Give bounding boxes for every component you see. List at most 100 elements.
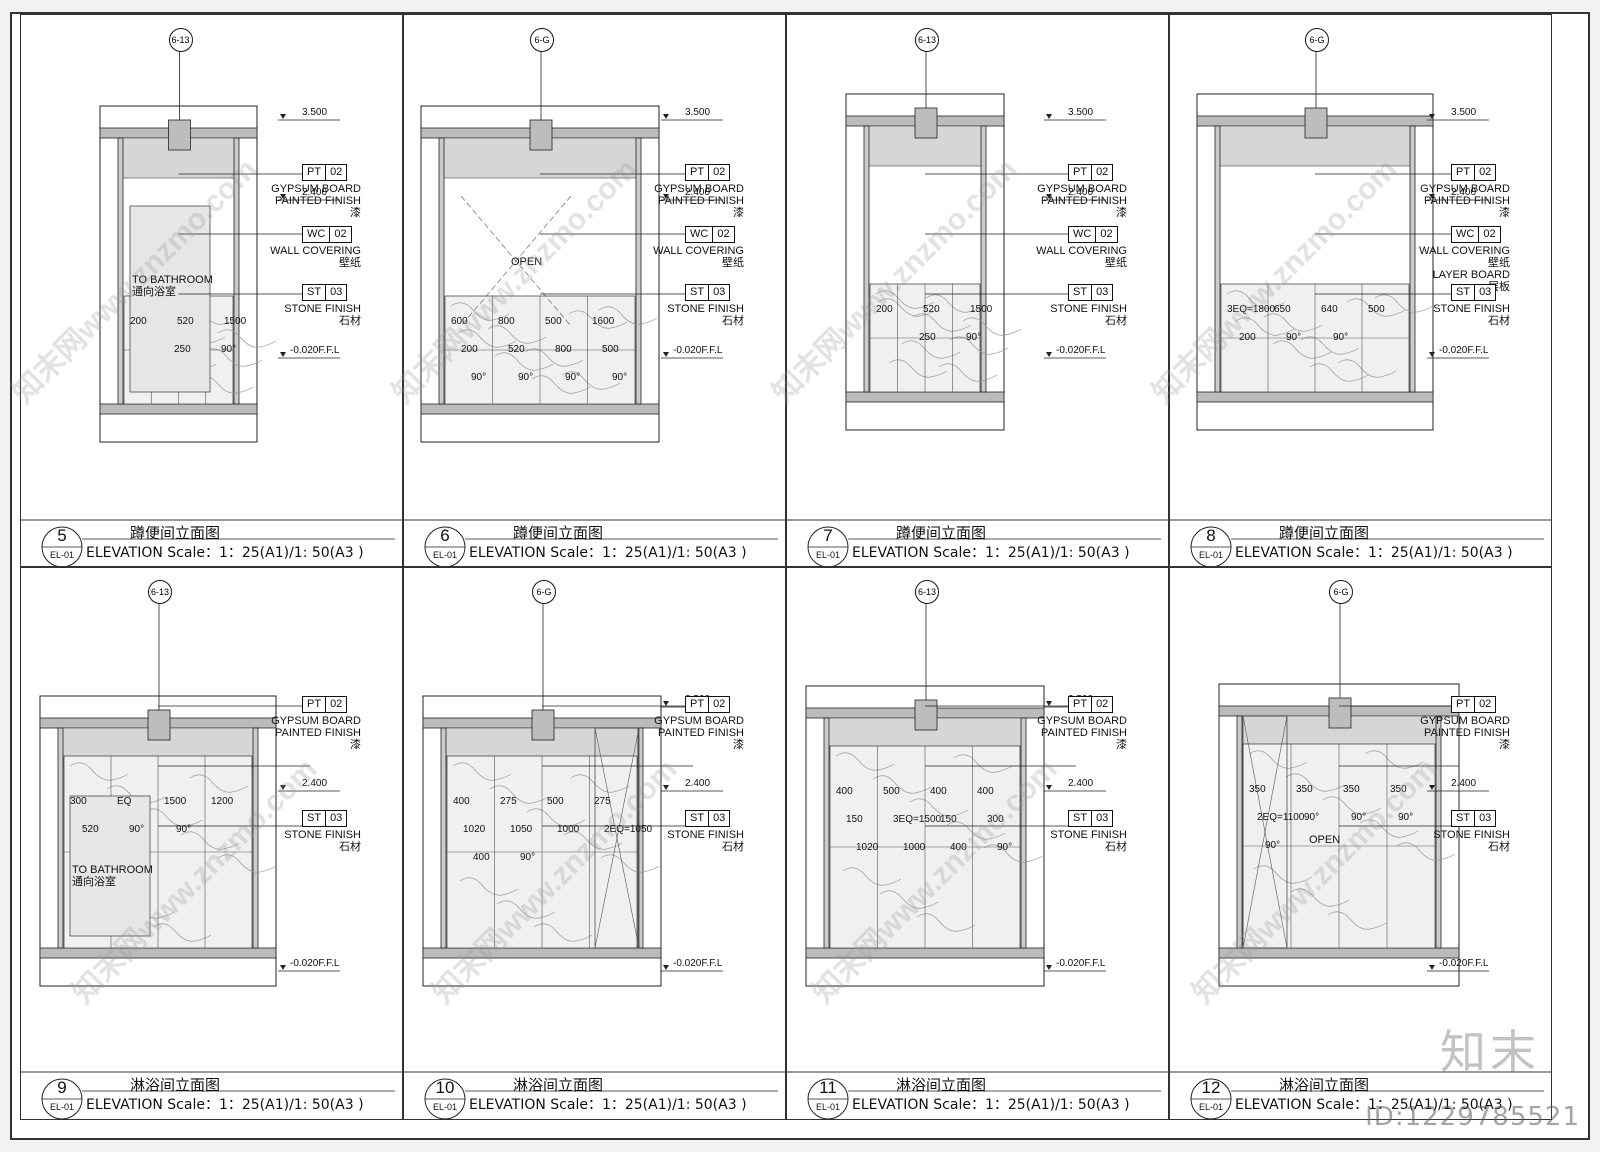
grid-bubble: 6-13	[915, 28, 939, 52]
dimension-label: 90°	[1333, 332, 1349, 343]
panel-scale: ELEVATION Scale：1：25(A1)/1: 50(A3 )	[1235, 545, 1513, 561]
panel-title: 淋浴间立面图	[513, 1077, 604, 1094]
dimension-label: 3EQ=1800	[1227, 304, 1276, 315]
gypsum-label: GYPSUM BOARD	[1420, 183, 1510, 195]
sheet-ref: EL-01	[815, 550, 841, 560]
panel-number: 10	[435, 1078, 455, 1097]
dimension-label: 350	[1296, 784, 1313, 795]
level-floor: -0.020F.F.L	[290, 958, 340, 969]
dimension-label: 90°	[520, 852, 536, 863]
dimension-label: 250	[174, 344, 191, 355]
tag-number: 03	[1479, 286, 1492, 298]
open-label: OPEN	[1309, 834, 1341, 846]
painted-label: PAINTED FINISH	[658, 727, 744, 739]
wall-zh-label: 壁纸	[722, 257, 744, 269]
panel-scale: ELEVATION Scale：1：25(A1)/1: 50(A3 )	[852, 1097, 1130, 1113]
panel-title: 淋浴间立面图	[130, 1077, 221, 1094]
elevation-drawing	[403, 566, 786, 1120]
tag-code: ST	[303, 811, 327, 826]
tag-number: 02	[713, 166, 726, 178]
dimension-label: 520	[923, 304, 940, 315]
dimension-label: 400	[950, 842, 967, 853]
dimension-label: 1200	[211, 796, 234, 807]
tag-number: 02	[1479, 698, 1492, 710]
level-top: 3.500	[1068, 107, 1094, 118]
wall-covering-label: WALL COVERING	[1036, 245, 1127, 257]
dimension-label: 350	[1390, 784, 1407, 795]
dimension-label: 500	[1368, 304, 1385, 315]
level-floor: -0.020F.F.L	[1439, 958, 1489, 969]
panel-title: 蹲便间立面图	[513, 525, 604, 542]
tag-code: PT	[1452, 165, 1476, 180]
stone-zh-label: 石材	[1488, 315, 1510, 327]
wall-zh-label: 壁纸	[1105, 257, 1127, 269]
dimension-label: 90°	[997, 842, 1013, 853]
tag-code: ST	[303, 285, 327, 300]
tag-code: WC	[1069, 227, 1097, 242]
dimension-label: 350	[1249, 784, 1266, 795]
tag-number: 02	[1096, 698, 1109, 710]
painted-label: PAINTED FINISH	[1041, 195, 1127, 207]
stone-finish-label: STONE FINISH	[1050, 303, 1127, 315]
dimension-label: 800	[555, 344, 572, 355]
dimension-label: 90°	[966, 332, 982, 343]
level-top: 3.500	[685, 107, 711, 118]
painted-zh-label: 漆	[1116, 207, 1127, 219]
sheet-ref: EL-01	[815, 1102, 841, 1112]
dimension-label: 520	[82, 824, 99, 835]
dimension-label: 90°	[1286, 332, 1302, 343]
panel-scale: ELEVATION Scale：1：25(A1)/1: 50(A3 )	[86, 1097, 364, 1113]
gypsum-label: GYPSUM BOARD	[654, 715, 744, 727]
sheet-ref: EL-01	[1198, 550, 1224, 560]
painted-zh-label: 漆	[1499, 207, 1510, 219]
painted-zh-label: 漆	[1116, 739, 1127, 751]
dimension-label: 90°	[1351, 812, 1367, 823]
tag-code: WC	[1452, 227, 1480, 242]
elevation-drawing	[786, 14, 1169, 568]
to-bathroom-zh-label: 通向浴室	[132, 286, 176, 298]
tag-code: PT	[1069, 697, 1093, 712]
dimension-label: 1500	[970, 304, 993, 315]
dimension-label: 90°	[565, 372, 581, 383]
panel-number: 12	[1201, 1078, 1221, 1097]
to-bathroom-label: TO BATHROOM	[132, 274, 213, 286]
panel-title: 蹲便间立面图	[896, 525, 987, 542]
tag-code: ST	[1069, 811, 1093, 826]
level-mid: 2.400	[685, 778, 711, 789]
grid-bubble: 6-13	[168, 28, 193, 52]
dimension-label: 200	[461, 344, 478, 355]
dimension-label: 250	[919, 332, 936, 343]
dimension-label: 400	[473, 852, 490, 863]
dimension-label: EQ	[117, 796, 132, 807]
brand-logo: 知末	[1440, 1026, 1540, 1078]
painted-label: PAINTED FINISH	[1424, 727, 1510, 739]
grid-bubble: 6-13	[915, 580, 939, 604]
painted-label: PAINTED FINISH	[1424, 195, 1510, 207]
dimension-label: 275	[500, 796, 517, 807]
elevation-drawing	[403, 14, 786, 568]
dimension-label: 500	[602, 344, 619, 355]
dimension-label: 400	[977, 786, 994, 797]
level-mid: 2.400	[1451, 778, 1477, 789]
sheet-ref: EL-01	[432, 1102, 458, 1112]
level-top: 3.500	[302, 107, 328, 118]
dimension-label: 150	[846, 814, 863, 825]
wall-covering-label: WALL COVERING	[1419, 245, 1510, 257]
tag-number: 03	[713, 286, 726, 298]
stone-finish-label: STONE FINISH	[667, 303, 744, 315]
dimension-label: 650	[1274, 304, 1291, 315]
dimension-label: 1020	[856, 842, 879, 853]
dimension-label: 1020	[463, 824, 486, 835]
tag-code: PT	[1069, 165, 1093, 180]
tag-code: PT	[303, 165, 327, 180]
